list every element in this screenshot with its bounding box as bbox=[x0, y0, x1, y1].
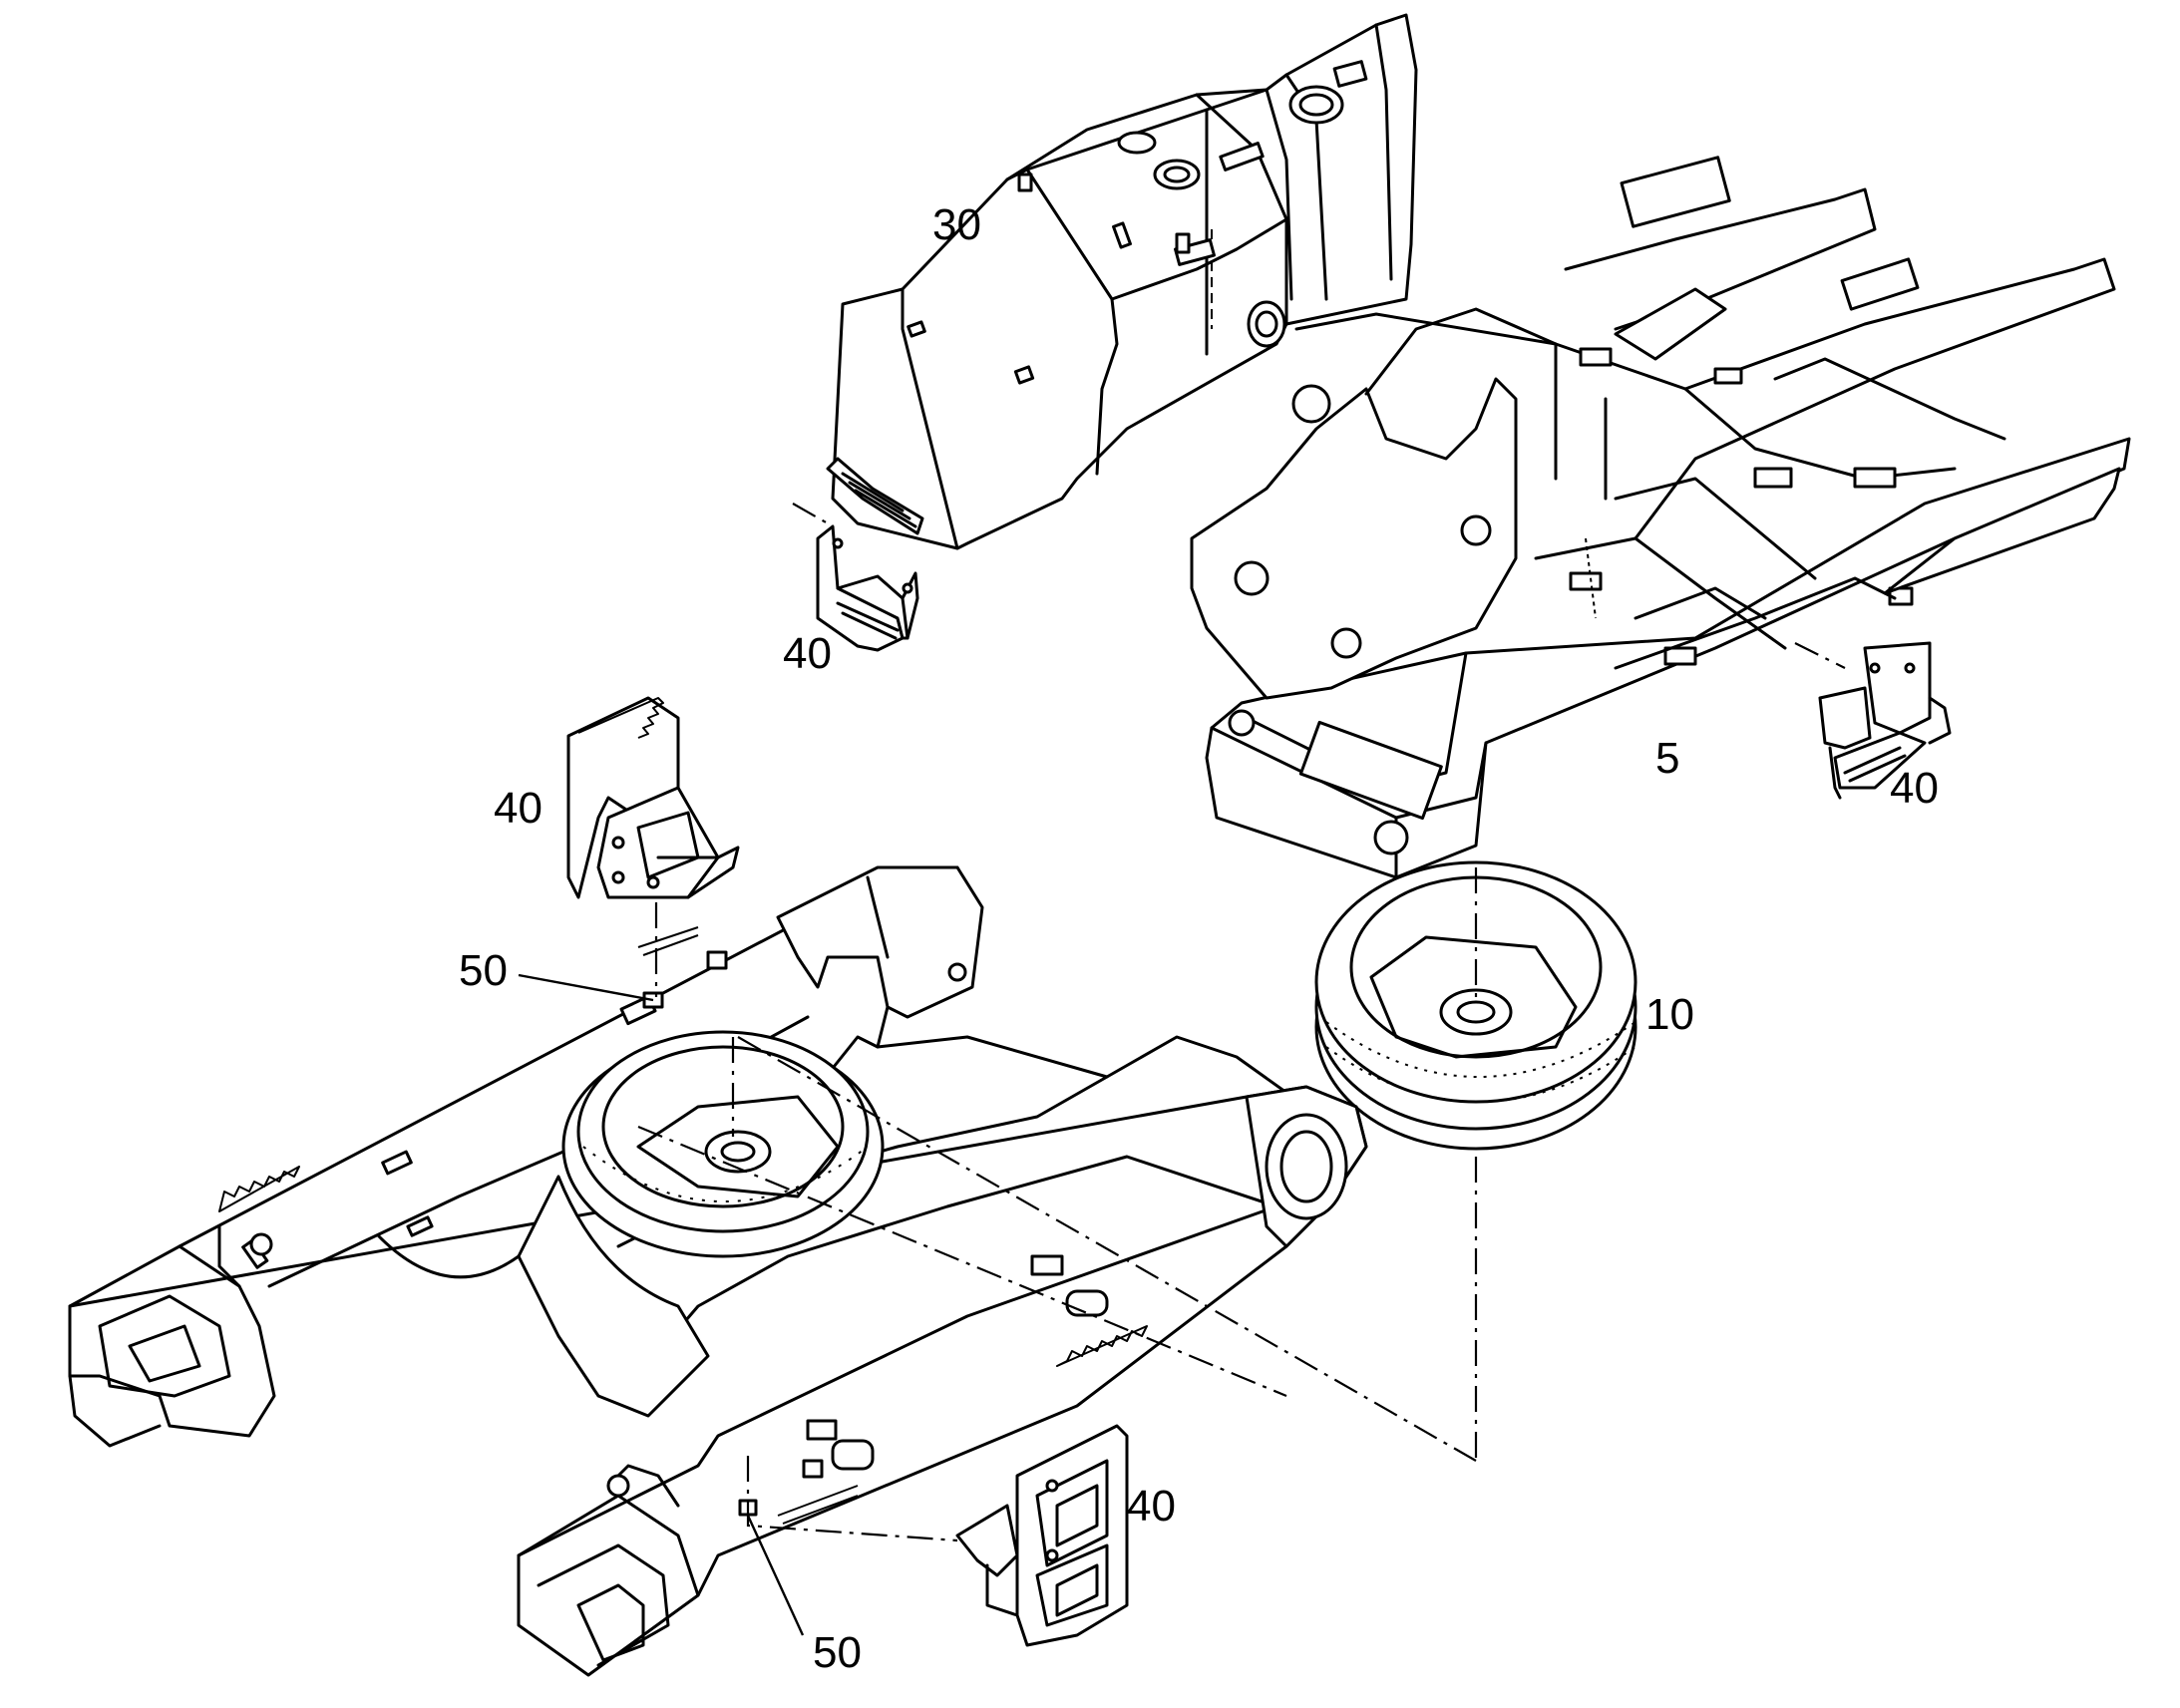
part-40-step-top-left bbox=[816, 524, 919, 652]
callout-leaders bbox=[518, 973, 805, 1636]
part-30-step-plate bbox=[826, 457, 924, 535]
part-30-housing bbox=[826, 13, 1418, 550]
assembly-centerlines bbox=[637, 503, 1846, 1542]
part-40-step-right bbox=[1818, 641, 1952, 800]
part-10-slewing-ring bbox=[1314, 860, 1637, 1151]
callout-10: 10 bbox=[1645, 990, 1694, 1039]
callout-50-upper: 50 bbox=[459, 946, 508, 995]
callout-40-mid-left: 40 bbox=[494, 784, 543, 833]
callout-labels: 30 40 5 40 40 50 10 40 50 bbox=[459, 200, 1939, 1677]
part-40-step-mid-left bbox=[566, 696, 740, 899]
callout-40-top-left: 40 bbox=[783, 629, 832, 678]
callout-30: 30 bbox=[932, 200, 981, 249]
callout-40-bottom: 40 bbox=[1127, 1482, 1176, 1531]
part-5-upper-frame bbox=[1190, 156, 2131, 879]
callout-5: 5 bbox=[1655, 734, 1679, 783]
lower-undercarriage-frame bbox=[68, 865, 1368, 1677]
callout-40-right: 40 bbox=[1890, 764, 1939, 813]
callout-50-lower: 50 bbox=[813, 1628, 862, 1677]
part-40-step-bottom bbox=[955, 1424, 1129, 1647]
